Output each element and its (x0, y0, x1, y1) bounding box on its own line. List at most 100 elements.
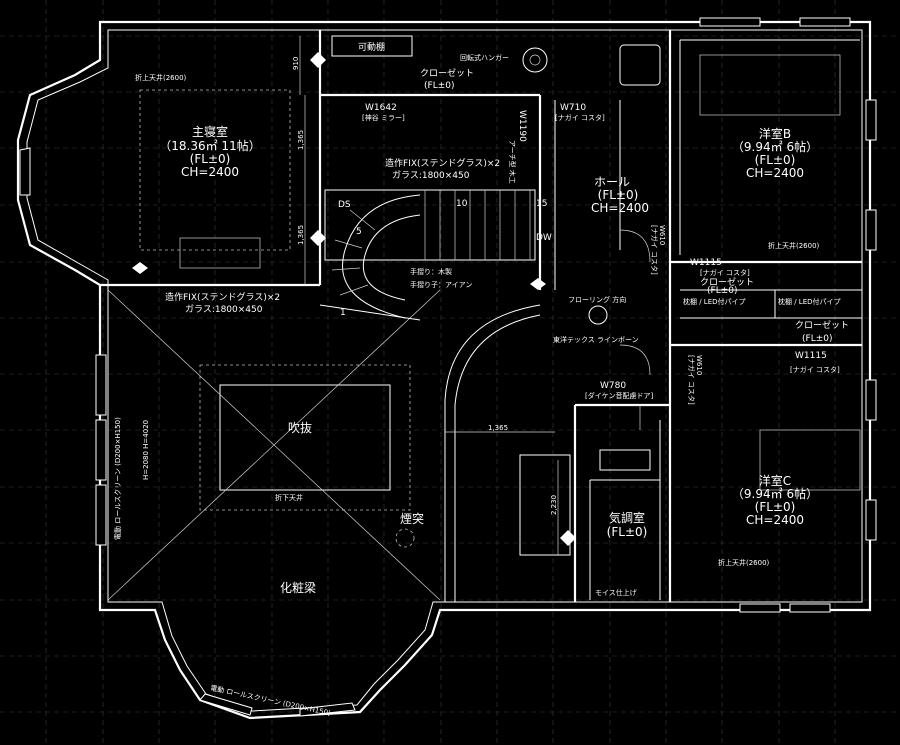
window-bottom-1 (739, 603, 781, 613)
stair-ds: DS (338, 200, 351, 210)
fix-glass-top-line1: 造作FIX(ステンドグラス)×2 (385, 157, 500, 169)
utility-floor: (FL±0) (607, 525, 648, 539)
window-right-4 (865, 499, 877, 541)
door-w780-code: W780 (600, 381, 626, 391)
western-c-ceiling: CH=2400 (746, 513, 804, 527)
door-w1642-spec: [神谷 ミラー] (362, 113, 405, 122)
door-w780-spec: [ダイケン音配慮ドア] (585, 391, 654, 400)
fixture-labels: 造作FIX(ステンドグラス)×2 ガラス:1800×450 造作FIX(ステンド… (113, 157, 841, 718)
room-closet-top: 可動棚 クローゼット (FL±0) 回転式ハンガー (358, 41, 509, 91)
room-master-bedroom: 主寝室 （18.36㎡ 11帖） (FL±0) CH=2400 折上天井(260… (135, 73, 261, 179)
door-w1115-c-code: W1115 (795, 351, 827, 361)
stair-step-10: 10 (456, 199, 468, 209)
western-c-name: 洋室C (759, 473, 791, 488)
room-utility: 気調室 (FL±0) モイス仕上げ (595, 510, 647, 597)
staircase: DS DW 1 5 10 15 (319, 189, 552, 321)
master-bedroom-floor: (FL±0) (190, 152, 231, 166)
master-bedroom-ceiling-note: 折上天井(2600) (135, 73, 187, 82)
door-w1115-c-spec: [ナガイ コスタ] (790, 365, 840, 374)
room-closet-b: クローゼット (FL±0) (700, 276, 754, 296)
stair-step-5: 5 (356, 227, 362, 237)
rotating-hanger-icon (522, 47, 548, 73)
room-western-c: 洋室C （9.94㎡ 6帖） (FL±0) CH=2400 折上天井(2600) (718, 473, 818, 567)
closet-top-name: クローゼット (420, 67, 474, 79)
closet-right-name: クローゼット (795, 319, 849, 331)
bay-window-left-label: 電動 ロールスクリーン (D200×H150) (113, 417, 122, 540)
dim-1365-b: 1,365 (297, 225, 305, 245)
hall-ceiling: CH=2400 (591, 201, 649, 215)
window-left-1 (95, 354, 107, 416)
door-w710-code: W710 (560, 103, 586, 113)
floor-direction-label: フローリング 方向 (568, 295, 626, 304)
window-bottom-2 (789, 603, 831, 613)
window-bay-left (19, 147, 31, 196)
void-name: 吹抜 (288, 421, 312, 435)
shelf-led-1: 枕棚 / LED付パイプ (683, 297, 746, 306)
door-w1190-code: W1190 (517, 110, 527, 142)
utility-note: モイス仕上げ (595, 588, 637, 597)
dim-910: 910 (292, 57, 300, 70)
door-w1115-b-code: W1115 (690, 258, 722, 268)
window-right-1 (865, 99, 877, 141)
fix-glass-left-line2: ガラス:1800×450 (185, 304, 263, 315)
door-w610-a-code: W610 (658, 225, 666, 245)
rotating-hanger-label: 回転式ハンガー (460, 53, 509, 62)
door-w1115-b-spec: [ナガイ コスタ] (700, 268, 750, 277)
western-c-size: （9.94㎡ 6帖） (732, 486, 818, 501)
room-closet-right: クローゼット (FL±0) (795, 319, 849, 344)
western-b-ceiling: CH=2400 (746, 166, 804, 180)
western-b-ceiling-note: 折上天井(2600) (768, 241, 820, 250)
window-right-2 (865, 209, 877, 251)
western-c-ceiling-note: 折上天井(2600) (718, 558, 770, 567)
master-bedroom-name: 主寝室 (192, 124, 228, 139)
void-area (107, 89, 441, 601)
closet-b-floor: (FL±0) (707, 286, 737, 296)
window-height-label: H=2080 H=4020 (142, 420, 150, 480)
utility-unit (599, 449, 651, 471)
floor-maker-label: 東洋テックス ラインボーン (553, 335, 639, 344)
window-right-3 (865, 379, 877, 421)
door-w1190-spec: アーチ型 木工 (508, 140, 517, 184)
dim-1365-a: 1,365 (297, 130, 305, 150)
dim-1365-c: 1,365 (488, 424, 508, 432)
western-b-floor: (FL±0) (755, 153, 796, 167)
window-left-3 (95, 484, 107, 546)
closet-top-floor: (FL±0) (424, 81, 454, 91)
room-hall: ホール (FL±0) CH=2400 (591, 175, 649, 215)
floor-direction-icon (588, 305, 608, 325)
dimensions: 910 1,365 1,365 1,365 2,230 (292, 36, 559, 555)
furniture (179, 35, 861, 556)
fix-glass-top-line2: ガラス:1800×450 (392, 170, 470, 181)
stair-dw: DW (536, 233, 552, 243)
dim-2230: 2,230 (550, 495, 558, 515)
window-top-1 (699, 17, 761, 27)
windows (19, 17, 877, 717)
chimney-icon (395, 528, 415, 548)
door-w610-b-spec: [ナガイ コスタ] (687, 355, 696, 405)
door-w710-spec: [ナガイ コスタ] (555, 113, 605, 122)
door-labels: W1642 [神谷 ミラー] W710 [ナガイ コスタ] W1190 アーチ型… (362, 103, 840, 405)
western-b-size: （9.94㎡ 6帖） (732, 139, 818, 154)
movable-shelf-box (331, 35, 413, 57)
door-w610-b-code: W610 (695, 355, 703, 375)
chimney-label: 煙突 (400, 511, 424, 526)
handrail-label: 手摺り：木製 (410, 267, 452, 276)
window-bay-bottom-2 (299, 702, 356, 717)
fix-glass-left-line1: 造作FIX(ステンドグラス)×2 (165, 291, 280, 303)
exterior-walls (16, 20, 872, 720)
door-w610-a-spec: [ナガイ コスタ] (650, 225, 659, 275)
door-w1642-code: W1642 (365, 103, 397, 113)
beam-label: 化粧梁 (280, 580, 316, 595)
door-markers (132, 52, 651, 546)
western-c-floor: (FL±0) (755, 500, 796, 514)
closet-b-name: クローゼット (700, 276, 754, 288)
sink-counter (519, 454, 571, 556)
window-top-2 (799, 17, 851, 27)
western-b-name: 洋室B (759, 126, 791, 141)
window-left-2 (95, 419, 107, 481)
window-bay-bottom-1 (199, 693, 253, 716)
interior-walls (100, 30, 862, 602)
void-ceiling-note: 折下天井 (275, 493, 303, 502)
